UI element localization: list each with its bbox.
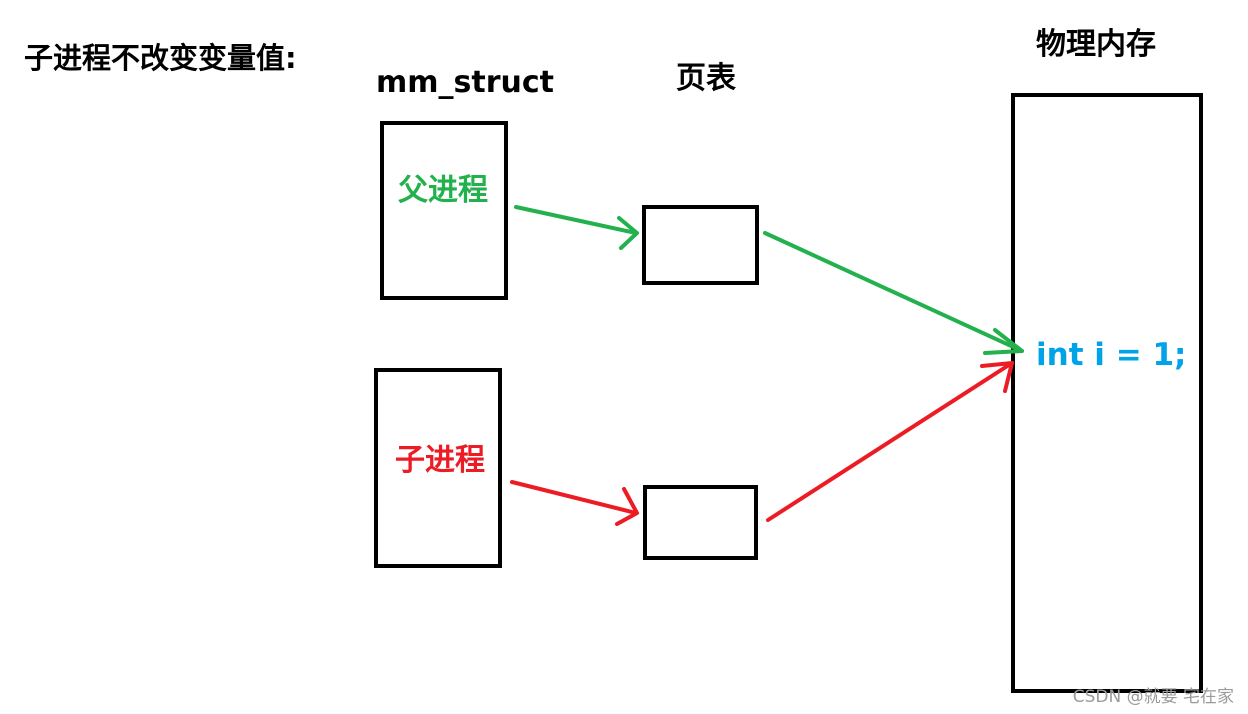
csdn-watermark: CSDN @就要 宅在家: [1072, 687, 1234, 707]
parent-mm-struct-box: [380, 121, 508, 300]
page-table-to-memory-arrow-green: [763, 231, 1024, 353]
child-to-page-table-arrowhead: [615, 487, 639, 526]
child-process-label: 子进程: [395, 443, 485, 478]
page-table-to-memory-arrowhead-green: [983, 328, 1024, 355]
page-table-heading: 页表: [676, 61, 736, 96]
parent-page-table-box: [642, 205, 759, 285]
child-mm-struct-box: [374, 368, 502, 568]
memory-variable-label: int i = 1;: [1036, 337, 1187, 373]
page-table-to-memory-arrow-red: [766, 361, 1014, 522]
child-to-page-table-arrow: [510, 480, 638, 515]
physical-memory-heading: 物理内存: [1036, 27, 1156, 62]
page-table-to-memory-arrowhead-red: [980, 361, 1014, 393]
parent-to-page-table-arrow: [514, 205, 638, 235]
mm-struct-heading: mm_struct: [376, 65, 554, 100]
diagram-title: 子进程不改变变量值:: [24, 41, 297, 75]
child-page-table-box: [643, 485, 758, 560]
parent-to-page-table-arrowhead: [617, 216, 639, 250]
physical-memory-box: [1011, 93, 1203, 693]
parent-process-label: 父进程: [398, 173, 488, 208]
